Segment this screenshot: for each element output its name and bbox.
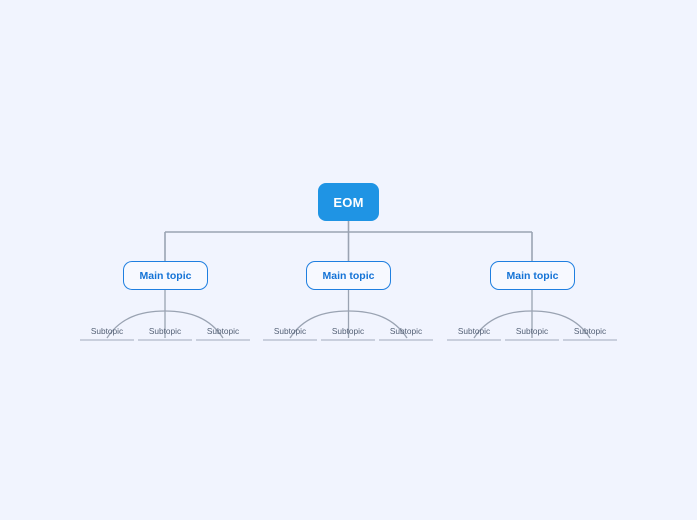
subtopic-node-2-0[interactable]: Subtopic: [457, 325, 491, 336]
subtopic-underline-2-0: [447, 339, 501, 341]
root-node[interactable]: EOM: [318, 183, 379, 221]
subtopic-node-1-0[interactable]: Subtopic: [273, 325, 307, 336]
subtopic-node-0-2[interactable]: Subtopic: [206, 325, 240, 336]
subtopic-underline-1-0: [263, 339, 317, 341]
connector-branch-1-child-0: [289, 310, 349, 339]
main-topic-node-1[interactable]: Main topic: [306, 261, 391, 290]
subtopic-underline-1-1: [321, 339, 375, 341]
subtopic-underline-0-2: [196, 339, 250, 341]
subtopic-underline-0-0: [80, 339, 134, 341]
subtopic-node-1-2[interactable]: Subtopic: [389, 325, 423, 336]
subtopic-node-2-1[interactable]: Subtopic: [515, 325, 549, 336]
subtopic-underline-2-2: [563, 339, 617, 341]
connector-branch-1-child-2: [348, 310, 408, 339]
connector-branch-0-child-0: [106, 310, 166, 339]
subtopic-node-0-1[interactable]: Subtopic: [148, 325, 182, 336]
subtopic-underline-2-1: [505, 339, 559, 341]
subtopic-underline-1-2: [379, 339, 433, 341]
subtopic-node-2-2[interactable]: Subtopic: [573, 325, 607, 336]
connector-branch-2-child-0: [473, 310, 533, 339]
connector-branch-0-child-2: [164, 310, 224, 339]
main-topic-node-0[interactable]: Main topic: [123, 261, 208, 290]
subtopic-node-0-0[interactable]: Subtopic: [90, 325, 124, 336]
connector-branch-2-child-2: [531, 310, 591, 339]
subtopic-node-1-1[interactable]: Subtopic: [331, 325, 365, 336]
main-topic-node-2[interactable]: Main topic: [490, 261, 575, 290]
subtopic-underline-0-1: [138, 339, 192, 341]
